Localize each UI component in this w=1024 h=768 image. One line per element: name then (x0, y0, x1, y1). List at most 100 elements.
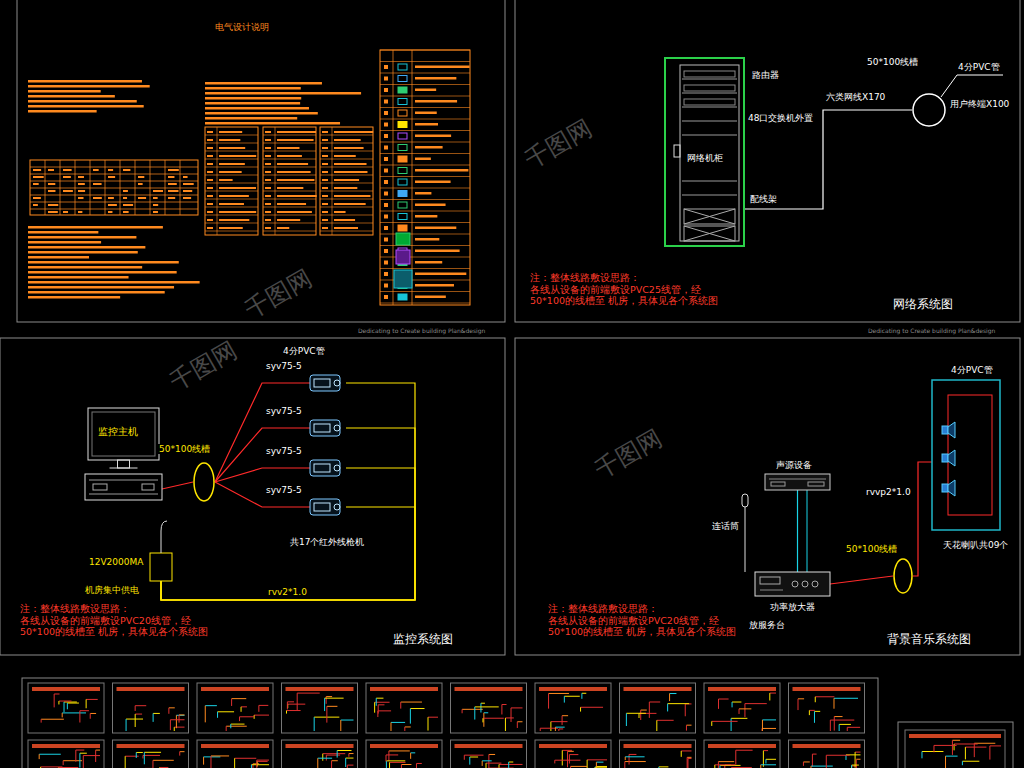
wire-line (833, 698, 834, 708)
wire-line (562, 716, 563, 725)
outline-rect (265, 171, 271, 173)
outline-rect (415, 284, 454, 287)
wire-line (719, 765, 720, 768)
wire-line (517, 721, 522, 722)
wire-line (176, 715, 177, 728)
drawing-path (948, 480, 955, 496)
wire-line (256, 760, 257, 768)
wire-line (58, 701, 59, 704)
outline-rect (384, 203, 388, 207)
wire-line (815, 697, 816, 702)
outline-rect (942, 426, 948, 434)
wire-line (952, 740, 960, 741)
wire-line (337, 750, 351, 751)
wire-line (297, 693, 298, 710)
outline-rect (207, 155, 213, 157)
conduit-label: 4分PVC管 (283, 346, 325, 357)
outline-rect (314, 503, 330, 511)
wire-line (263, 199, 316, 200)
wire-line (210, 756, 211, 768)
wire-line (682, 195, 737, 196)
outline-rect (684, 209, 735, 224)
wire-line (275, 127, 276, 235)
node-text: syv75-5 (265, 446, 303, 456)
outline-rect (205, 87, 301, 90)
outline-rect (30, 160, 198, 215)
outline-rect (789, 683, 865, 733)
wire-line (684, 226, 735, 241)
wire-line (687, 759, 688, 768)
outline-rect (205, 82, 322, 85)
wire-line (855, 752, 860, 753)
wire-line (540, 728, 541, 731)
outline-rect (380, 50, 470, 305)
wire-line (86, 699, 87, 708)
outline-rect (28, 90, 101, 93)
terminal-label: 用户终端X100 (950, 99, 1009, 110)
wire-line (63, 761, 64, 765)
outline-rect (665, 58, 744, 246)
outline-rect (415, 296, 446, 299)
outline-rect (322, 171, 328, 173)
outline-rect (320, 127, 373, 235)
outline-rect (384, 111, 388, 115)
outline-rect (384, 226, 388, 230)
outline-rect (286, 687, 354, 691)
wire-line (263, 151, 316, 152)
device-label: 48口交换机外置 (748, 113, 813, 124)
outline-rect (942, 454, 948, 462)
outline-rect (32, 687, 100, 691)
outline-rect (334, 163, 367, 165)
wire-line (731, 718, 747, 719)
outline-rect (398, 156, 407, 162)
wire-line (135, 705, 146, 706)
wire-line (555, 727, 556, 731)
outline-rect (684, 71, 735, 77)
wire-line (712, 721, 738, 722)
wire-line (205, 215, 258, 216)
outline-rect (78, 211, 82, 213)
wire-line (769, 693, 770, 700)
wire-line (263, 167, 316, 168)
wire-line (640, 710, 641, 720)
cable-tray-ring: 50*100线槽 (893, 558, 913, 594)
node-text: 50*100线槽 (866, 57, 919, 67)
wire-line (380, 50, 470, 51)
outline-rect (398, 87, 407, 93)
outline-rect (384, 272, 388, 276)
wire-line (380, 84, 470, 85)
node-outline (765, 474, 830, 490)
outline-rect (384, 65, 388, 69)
cable-connector (162, 482, 193, 489)
wire-line (253, 763, 259, 764)
wire-line (380, 176, 470, 177)
wire-line (374, 702, 375, 712)
wire-line (375, 702, 390, 703)
wire-line (153, 713, 154, 721)
wire-line (856, 759, 857, 768)
outline-rect (310, 375, 340, 391)
device-label: 配线架 (750, 194, 777, 205)
wire-line (745, 507, 746, 572)
outline-rect (415, 77, 456, 80)
outline-rect (334, 147, 364, 149)
outline-rect (415, 100, 457, 103)
wire-line (86, 699, 98, 700)
outline-rect (28, 226, 163, 229)
outline-rect (384, 249, 388, 253)
wire-line (377, 711, 378, 717)
wire-line (549, 693, 569, 694)
outline-rect (415, 261, 442, 264)
outline-rect (415, 146, 443, 149)
outline-rect (277, 147, 299, 149)
outline-rect (684, 226, 735, 241)
outline-rect (415, 66, 470, 69)
outline-rect (265, 227, 271, 229)
wire-line (390, 762, 406, 763)
outline-rect (451, 683, 527, 733)
outline-rect (205, 127, 258, 235)
wire-line (41, 766, 63, 767)
wire-line (401, 765, 402, 768)
wire-line (718, 761, 734, 762)
power-amplifier: 功率放大器放服务台 (755, 572, 830, 596)
